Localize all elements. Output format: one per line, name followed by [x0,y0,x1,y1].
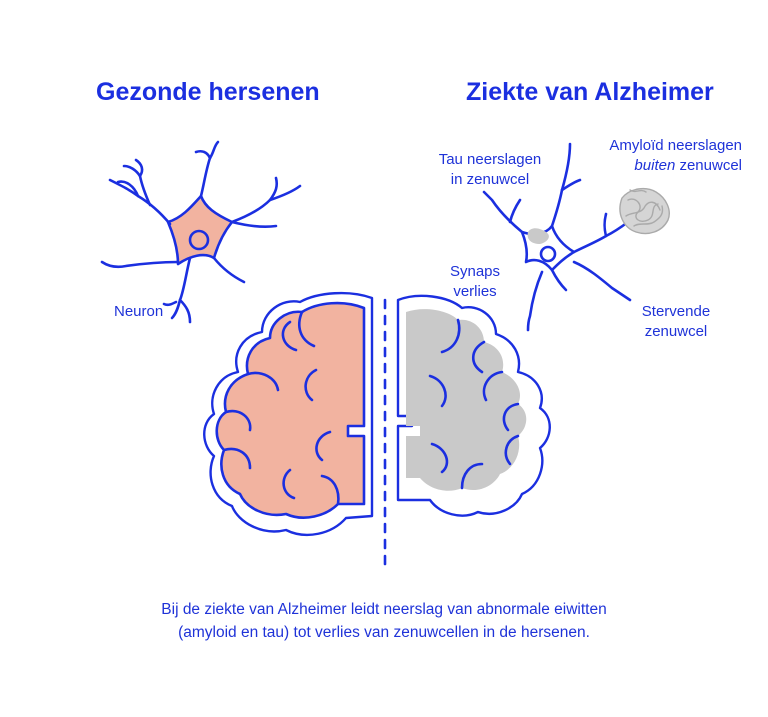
amyloid-label-rest: zenuwcel [675,157,742,174]
synapse-label-line1: Synaps [449,263,501,280]
tau-label-line1: Tau neerslagen [438,151,542,168]
healthy-brain-half [203,291,374,537]
caption-line1: Bij de ziekte van Alzheimer leidt neersl… [161,601,607,618]
amyloid-label-line2: buiten zenuwcel [590,156,742,176]
alzheimer-title: Ziekte van Alzheimer [466,78,714,106]
synapse-label: Synaps verlies [440,262,510,302]
alzheimer-brain-half [396,294,551,517]
tau-label: Tau neerslagen in zenuwcel [416,150,564,190]
caption-line2: (amyloid en tau) tot verlies van zenuwce… [178,624,590,641]
dying-neuron-icon [482,142,632,332]
dying-cell-label-line1: Stervende [641,303,711,320]
healthy-neuron-icon [100,140,302,324]
amyloid-label-line1: Amyloïd neerslagen [609,137,742,154]
caption: Bij de ziekte van Alzheimer leidt neersl… [0,598,768,644]
amyloid-label: Amyloïd neerslagen buiten zenuwcel [590,136,742,176]
amyloid-plaque-icon [619,187,670,235]
dying-cell-label-line2: zenuwcel [644,323,708,340]
tau-label-line2: in zenuwcel [450,171,530,188]
dying-cell-label: Stervende zenuwcel [634,302,718,342]
amyloid-label-emphasis: buiten [634,157,676,174]
healthy-brain-title: Gezonde hersenen [96,78,320,106]
synapse-label-line2: verlies [453,283,497,300]
neuron-label: Neuron [114,303,164,320]
